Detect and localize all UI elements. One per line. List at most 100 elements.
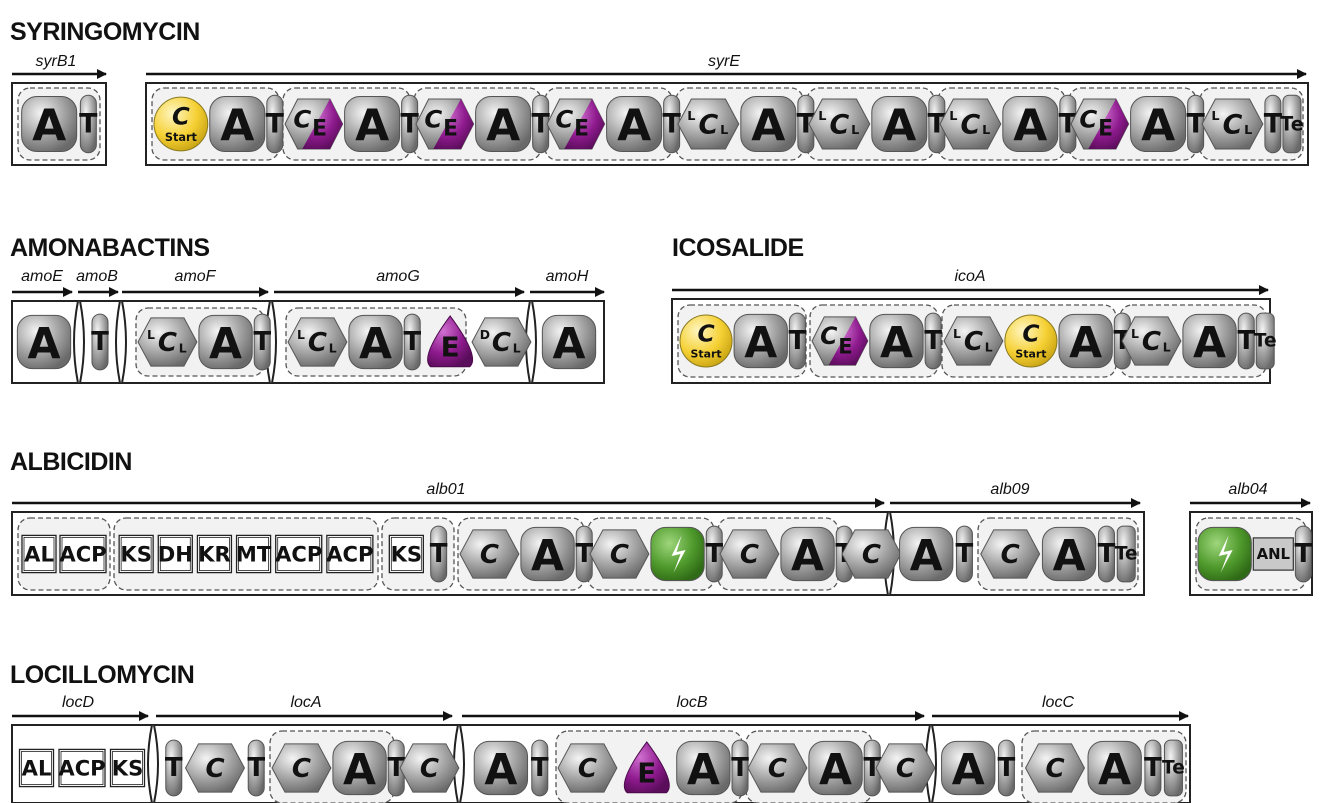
- domain-letter: E: [441, 330, 460, 363]
- domain-letter: E: [443, 117, 458, 142]
- domain-letter: A: [910, 531, 943, 581]
- domain-letter: T: [91, 327, 109, 357]
- domain-letter: KR: [198, 542, 231, 567]
- domain-letter: AL: [24, 542, 54, 567]
- condensation-domain-icon: C: [1026, 744, 1085, 792]
- condensation-domain-icon: CLL: [940, 99, 1001, 149]
- adenylation-domain-icon: A: [809, 741, 862, 795]
- domain-letter: C: [699, 110, 719, 141]
- section-title-albicidin: ALBICIDIN: [10, 448, 132, 476]
- gene-label-locA: locA: [290, 694, 321, 711]
- domain-letter: C: [555, 104, 573, 133]
- thiolation-domain-icon: T: [531, 740, 549, 796]
- thiolation-domain-icon: T: [924, 313, 942, 369]
- thiolation-domain-icon: T: [956, 526, 974, 582]
- gene-label-alb04: alb04: [1228, 481, 1267, 498]
- adenylation-domain-icon: A: [900, 527, 953, 581]
- domain-letter: A: [1069, 318, 1102, 368]
- pks-domain-kr: KR: [197, 535, 231, 572]
- domain-letter: ACP: [275, 542, 322, 567]
- gene-label-amoG: amoG: [376, 268, 420, 285]
- pks-domain-al: AL: [22, 535, 56, 572]
- domain-letter: C: [896, 754, 915, 784]
- domain-letter: C: [820, 322, 838, 350]
- thioesterase-domain-icon: Te: [1115, 526, 1138, 582]
- thiolation-domain-icon: T: [789, 313, 807, 369]
- gene-label-locC: locC: [1042, 694, 1074, 711]
- condensation-domain-icon: C: [748, 744, 807, 792]
- domain-letter: C: [1223, 110, 1243, 141]
- pks-domain-dh: DH: [158, 535, 193, 572]
- gene-label-alb01: alb01: [426, 481, 465, 498]
- domain-letter: A: [617, 101, 651, 152]
- domain-letter: L: [1131, 326, 1139, 341]
- domain-letter: ACP: [58, 756, 105, 781]
- condensation-domain-icon: C: [460, 530, 519, 578]
- domain-letter: T: [998, 753, 1016, 783]
- section-title-syringomycin: SYRINGOMYCIN: [10, 18, 200, 46]
- adenylation-domain-icon: A: [345, 96, 400, 151]
- thiolation-domain-icon: T: [1098, 526, 1116, 582]
- domain-letter: ACP: [59, 542, 106, 567]
- adenylation-domain-icon: A: [210, 96, 265, 151]
- domain-letter: T: [247, 753, 265, 783]
- domain-letter: AL: [22, 756, 52, 781]
- section-title-locillomycin: LOCILLOMYCIN: [10, 661, 194, 689]
- condensation-domain-icon: C: [981, 530, 1040, 578]
- adenylation-domain-icon: A: [741, 96, 796, 151]
- domain-letter: T: [266, 109, 285, 140]
- domain-letter: T: [430, 539, 448, 569]
- pks-domain-ks: KS: [119, 535, 153, 572]
- adenylation-domain-icon: A: [1042, 527, 1095, 581]
- domain-letter: L: [147, 327, 155, 342]
- adenylation-domain-icon: A: [333, 741, 386, 795]
- adenylation-domain-icon: A: [781, 527, 834, 581]
- domain-letter: C: [480, 540, 499, 570]
- domain-letter: T: [1144, 753, 1162, 783]
- domain-letter: C: [961, 110, 981, 141]
- domain-letter: A: [1013, 101, 1047, 152]
- domain-letter: ACP: [326, 542, 373, 567]
- domain-letter: C: [172, 102, 190, 130]
- domain-letter: L: [1211, 109, 1219, 124]
- domain-letter: E: [1098, 117, 1113, 142]
- domain-letter: A: [751, 101, 785, 152]
- condensation-domain-icon: CLL: [1202, 99, 1263, 149]
- domain-letter: C: [292, 754, 311, 784]
- domain-letter: KS: [112, 756, 144, 781]
- domain-letter: T: [731, 753, 749, 783]
- thiolation-domain-icon: T: [1294, 526, 1312, 582]
- thiolation-domain-icon: T: [247, 740, 265, 796]
- condensation-domain-icon: C: [558, 744, 617, 792]
- adenylation-domain-icon: A: [17, 315, 70, 369]
- condensation-epimerization-icon: CE: [285, 99, 343, 149]
- adenylation-domain-icon: A: [942, 741, 995, 795]
- domain-letter: C: [205, 754, 224, 784]
- domain-letter: A: [952, 745, 985, 795]
- domain-letter: ANL: [1257, 545, 1291, 563]
- domain-letter: E: [574, 117, 589, 142]
- domain-letter: E: [838, 333, 852, 358]
- domain-letter: Start: [1015, 348, 1046, 361]
- adenylation-domain-icon: A: [199, 315, 252, 369]
- condensation-domain-icon: C: [876, 744, 935, 792]
- domain-letter: T: [789, 326, 807, 356]
- domain-letter: A: [531, 531, 564, 581]
- pks-domain-acp: ACP: [326, 535, 373, 572]
- domain-letter: L: [818, 109, 826, 124]
- adenylation-domain-icon: A: [1183, 314, 1236, 368]
- domain-letter: L: [687, 109, 695, 124]
- adenylation-domain-icon: A: [349, 315, 402, 369]
- starter-condensation-icon: CStart: [154, 97, 208, 151]
- domain-letter: T: [403, 327, 421, 357]
- domain-letter: T: [165, 753, 183, 783]
- domain-letter: C: [740, 540, 759, 570]
- domain-letter: C: [1045, 754, 1064, 784]
- gene-frames: [12, 83, 1312, 803]
- domains-layer: ATCStartATCEATCEATCEATCLLATCLLATCLLATCEA…: [17, 95, 1312, 796]
- domain-letter: T: [531, 753, 549, 783]
- condensation-domain-icon: C: [590, 530, 649, 578]
- domain-letter: A: [1193, 318, 1226, 368]
- domain-letter: A: [1098, 745, 1131, 795]
- thiolation-domain-icon: T: [998, 740, 1016, 796]
